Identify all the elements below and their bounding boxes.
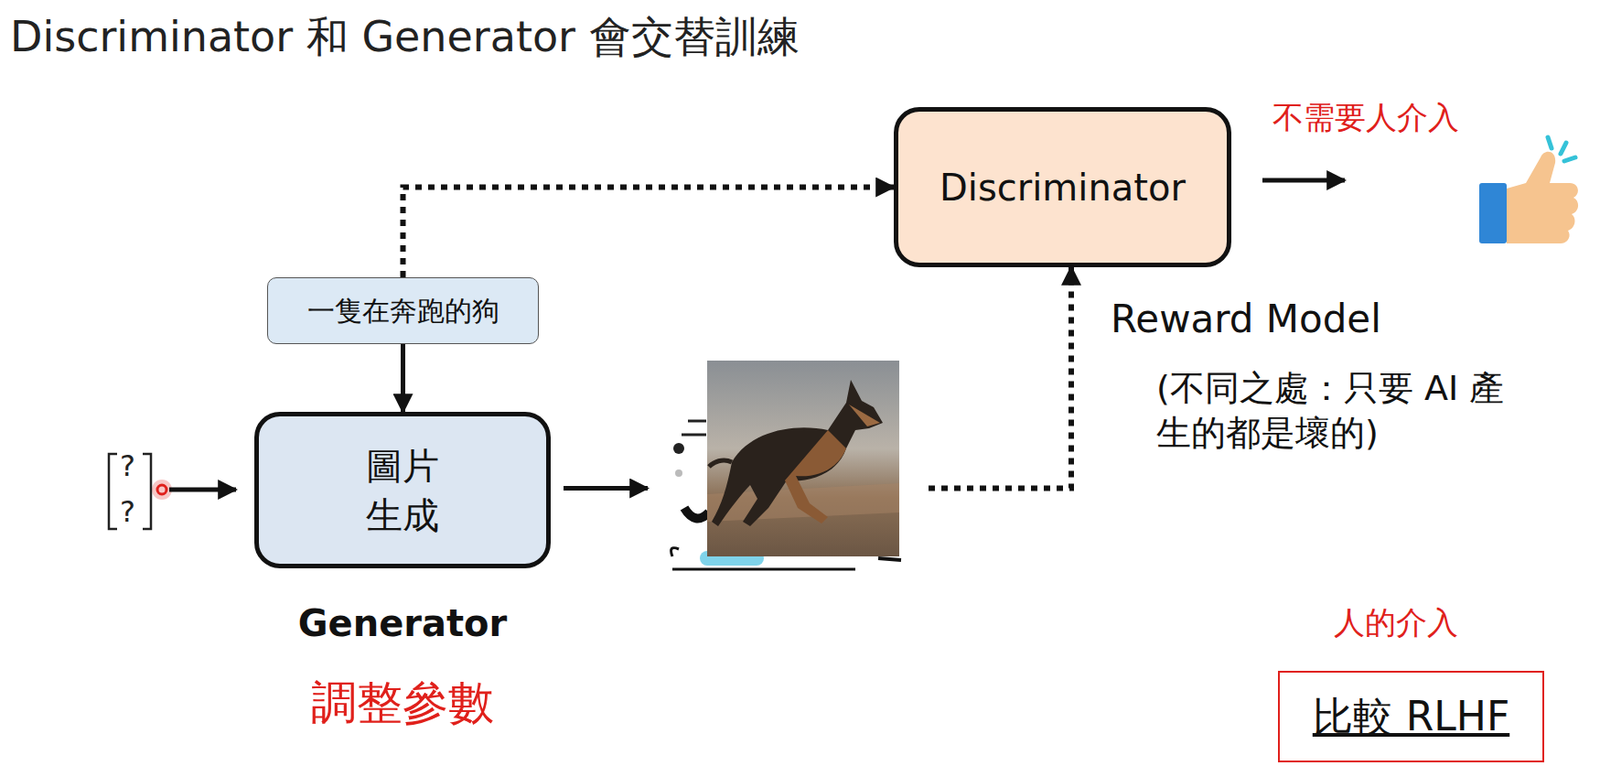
generator-box: 圖片 生成Generator: [254, 411, 551, 569]
connector-segment: [400, 343, 406, 412]
node-text: Discriminator: [939, 165, 1186, 210]
dog-image: [707, 360, 900, 557]
connector: [403, 187, 895, 279]
connector-segment: [403, 187, 895, 279]
input-arrow: [169, 487, 237, 493]
note-text: (不同之處：只要 AI 產生的都是壞的): [1156, 365, 1532, 457]
connector: [402, 343, 404, 412]
vector-entry: ?: [119, 448, 136, 484]
connector-segment: [928, 267, 1072, 489]
vector-bracket: [108, 453, 118, 529]
discriminator-box: Discriminator: [893, 107, 1232, 268]
note-text: 調整參數: [311, 675, 494, 731]
connector-segment: [563, 485, 648, 491]
thumbs-up-icon: [1479, 137, 1579, 244]
rlhf-box: 比較 RLHF: [1277, 670, 1545, 763]
vector-bracket: [142, 453, 151, 529]
node-text: 圖片 生成: [356, 440, 449, 540]
note-text: 不需要人介入: [1272, 98, 1460, 137]
output-arrow: [1262, 178, 1345, 183]
title: Discriminator 和 Generator 會交替訓練: [10, 9, 800, 66]
red-glow: [151, 479, 172, 500]
prompt-box: 一隻在奔跑的狗: [267, 277, 539, 344]
reward-model-label: Reward Model: [1110, 296, 1382, 343]
note-text: 人的介入: [1333, 603, 1459, 642]
vector-entry: ?: [119, 493, 136, 529]
node-text: 比較 RLHF: [1312, 692, 1510, 741]
node-text: 一隻在奔跑的狗: [307, 294, 500, 328]
node-heading: Generator: [298, 601, 508, 645]
